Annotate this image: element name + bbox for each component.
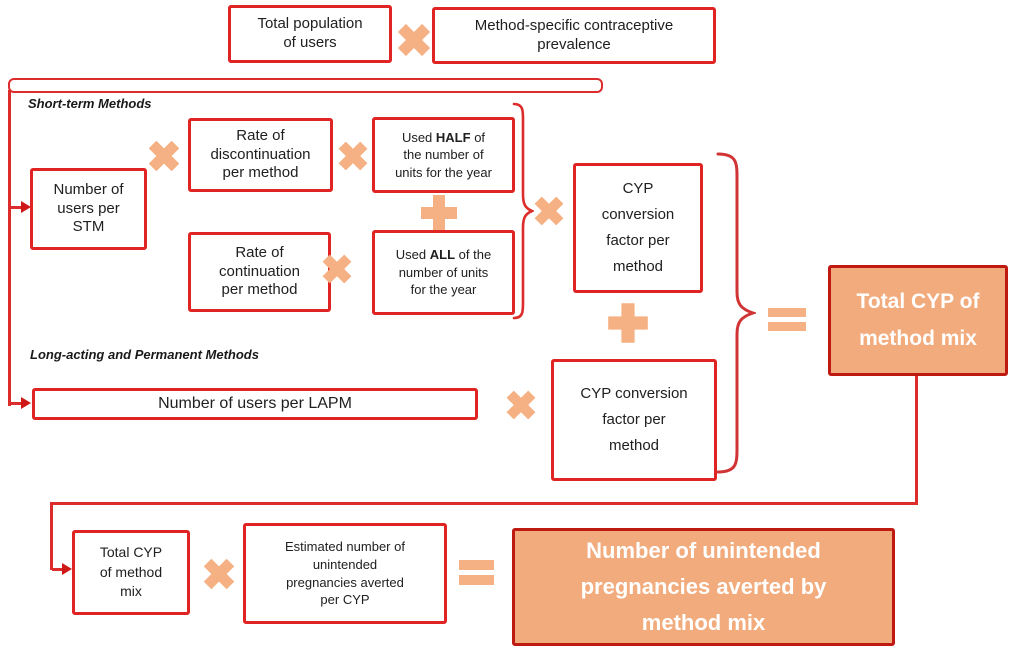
short-term-section-label: Short-term Methods <box>28 96 152 111</box>
box-cyp-factor-lapm: CYP conversion factor per method <box>551 359 717 481</box>
plus-icon <box>608 303 648 343</box>
box-estimated-averted: Estimated number of unintended pregnanci… <box>243 523 447 624</box>
box-rate-discontinuation-label: Rate of discontinuation per method <box>210 126 311 182</box>
box-users-per-lapm: Number of users per LAPM <box>32 388 478 420</box>
box-cyp-factor-stm-label: CYP conversion factor per method <box>601 179 675 276</box>
feedback-line-horizontal <box>50 502 918 505</box>
equals-icon <box>768 308 806 331</box>
multiply-icon <box>397 23 431 57</box>
box-users-per-lapm-label: Number of users per LAPM <box>158 395 352 412</box>
box-rate-discontinuation: Rate of discontinuation per method <box>188 118 333 192</box>
box-cyp-factor-lapm-label: CYP conversion factor per method <box>580 384 688 455</box>
feedback-arrowhead-icon <box>62 563 72 575</box>
feedback-arrow-line <box>52 568 63 571</box>
curly-brace-icon <box>716 152 756 474</box>
box-rate-continuation-label: Rate of continuation per method <box>219 243 300 299</box>
box-final-result-label: Number of unintended pregnancies averted… <box>580 537 827 636</box>
box-used-half: Used HALF of the number of units for the… <box>372 117 515 193</box>
multiply-icon <box>506 390 536 420</box>
box-method-prevalence: Method-specific contraceptive prevalence <box>432 7 716 64</box>
box-users-per-stm-label: Number of users per STM <box>53 180 124 236</box>
box-total-cyp-small: Total CYP of method mix <box>72 530 190 615</box>
multiply-icon <box>203 558 235 590</box>
multiply-icon <box>338 141 368 171</box>
multiply-icon <box>148 140 180 172</box>
box-cyp-factor-stm: CYP conversion factor per method <box>573 163 703 293</box>
box-total-cyp-result-label: Total CYP of method mix <box>856 289 980 350</box>
box-total-cyp-small-label: Total CYP of method mix <box>99 544 163 600</box>
multiply-icon <box>534 196 564 226</box>
box-total-cyp-result: Total CYP of method mix <box>828 265 1008 376</box>
box-rate-continuation: Rate of continuation per method <box>188 232 331 312</box>
stm-arrowhead-icon <box>21 201 31 213</box>
box-used-all-label: Used ALL of the number of units for the … <box>395 247 492 298</box>
feedback-line-vertical-left <box>50 502 53 570</box>
feedback-line-vertical-right <box>915 376 918 505</box>
box-used-half-label: Used HALF of the number of units for the… <box>395 129 492 180</box>
box-used-all: Used ALL of the number of units for the … <box>372 230 515 315</box>
lapm-arrowhead-icon <box>21 397 31 409</box>
curly-brace-icon <box>512 102 534 320</box>
box-users-per-stm: Number of users per STM <box>30 168 147 250</box>
plus-icon <box>421 195 457 231</box>
stm-arrow-line <box>10 206 22 209</box>
collector-pipe <box>8 78 603 93</box>
box-final-result: Number of unintended pregnancies averted… <box>512 528 895 646</box>
lapm-arrow-line <box>10 402 22 405</box>
box-method-prevalence-label: Method-specific contraceptive prevalence <box>474 16 674 53</box>
lapm-section-label: Long-acting and Permanent Methods <box>30 347 259 362</box>
multiply-icon <box>322 254 352 284</box>
box-estimated-averted-label: Estimated number of unintended pregnanci… <box>285 539 405 608</box>
box-total-population-label: Total population of users <box>257 15 363 51</box>
box-total-population: Total population of users <box>228 5 392 63</box>
equals-icon <box>459 560 494 585</box>
left-rail-line <box>8 90 11 406</box>
